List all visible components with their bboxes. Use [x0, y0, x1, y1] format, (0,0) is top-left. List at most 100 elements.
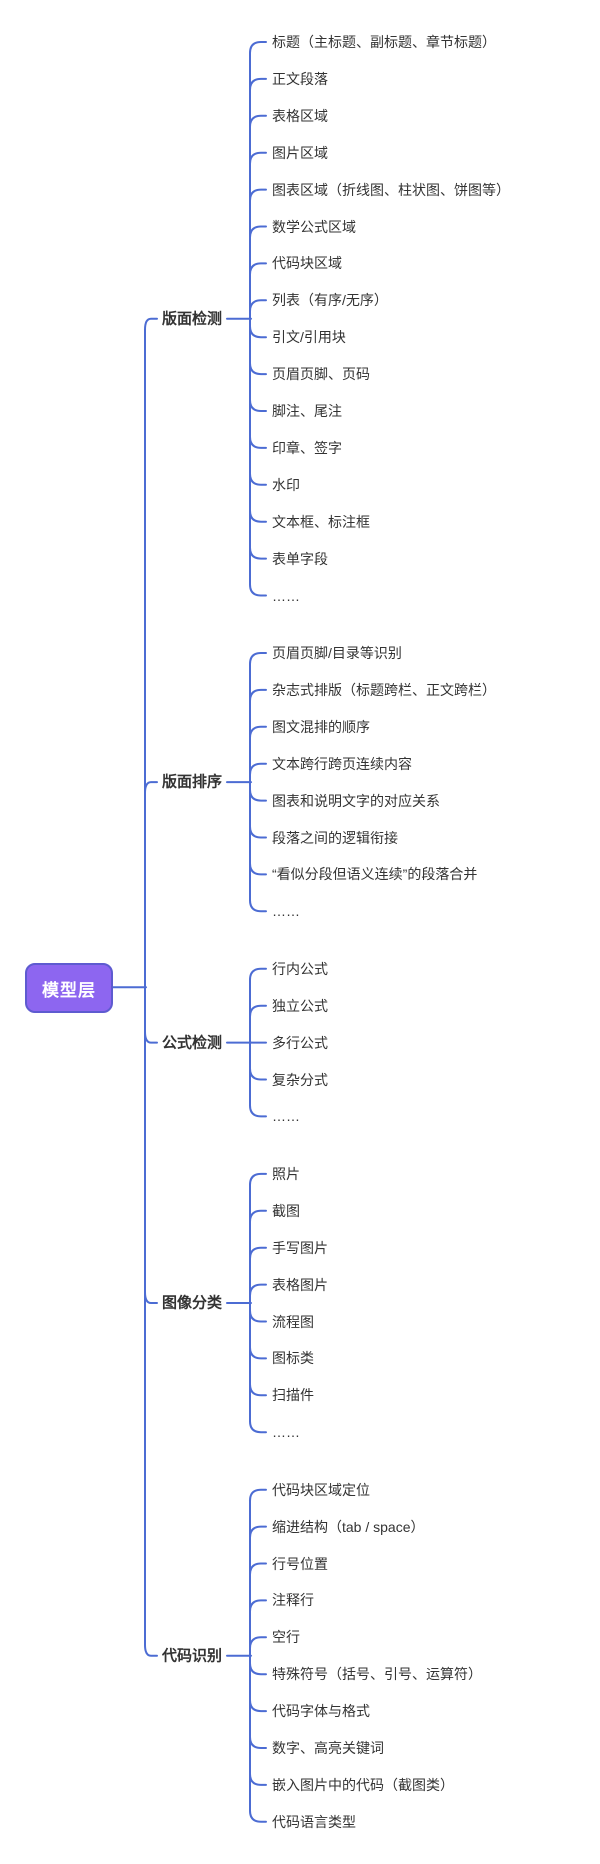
- leaf-node[interactable]: 文本跨行跨页连续内容: [272, 755, 412, 772]
- leaf-node[interactable]: 标题（主标题、副标题、章节标题）: [272, 34, 496, 50]
- connector-line: [249, 1525, 267, 1539]
- connector-line: [249, 151, 267, 165]
- connector-line: [249, 1309, 267, 1323]
- connector-line: [249, 472, 267, 486]
- connector-line: [144, 317, 158, 331]
- leaf-node[interactable]: 图表和说明文字的对应关系: [272, 792, 440, 809]
- leaf-node[interactable]: 印章、签字: [272, 439, 342, 456]
- leaf-node[interactable]: 表单字段: [272, 550, 328, 567]
- root-node[interactable]: 模型层: [25, 963, 113, 1013]
- connector-line: [249, 1420, 267, 1434]
- connector-line: [249, 1104, 267, 1118]
- leaf-node[interactable]: 截图: [272, 1202, 300, 1219]
- leaf-node[interactable]: 代码块区域定位: [272, 1481, 370, 1498]
- connector-line: [144, 1291, 158, 1305]
- connector-line: [144, 781, 158, 795]
- connector-line: [249, 1772, 267, 1786]
- leaf-node[interactable]: 多行公式: [272, 1034, 328, 1051]
- leaf-node[interactable]: 数字、高亮关键词: [272, 1740, 384, 1756]
- branch-node[interactable]: 版面排序: [162, 773, 223, 791]
- connector-line: [249, 1662, 267, 1676]
- leaf-node[interactable]: 水印: [272, 476, 300, 493]
- connector-line: [249, 1562, 267, 1576]
- connector-line: [249, 1246, 267, 1260]
- leaf-node[interactable]: 图标类: [272, 1350, 314, 1367]
- leaf-node[interactable]: 独立公式: [272, 997, 328, 1014]
- connector-line: [249, 435, 267, 449]
- connector-line: [249, 546, 267, 560]
- leaf-node[interactable]: 缩进结构（tab / space）: [272, 1518, 425, 1535]
- connector-line: [249, 1736, 267, 1749]
- leaf-node[interactable]: 引文/引用块: [272, 329, 346, 346]
- connector-line: [249, 188, 267, 202]
- connector-line: [144, 1643, 158, 1657]
- leaf-node[interactable]: 空行: [272, 1629, 300, 1646]
- connector-line: [249, 1809, 267, 1823]
- leaf-node[interactable]: “看似分段但语义连续”的段落合并: [272, 866, 478, 883]
- connector-line: [249, 299, 267, 313]
- leaf-node[interactable]: 特殊符号（括号、引号、运算符）: [272, 1666, 482, 1683]
- connector-line: [249, 652, 267, 665]
- connector-line: [249, 114, 267, 128]
- leaf-node[interactable]: 代码块区域: [272, 255, 342, 272]
- connector-line: [249, 1699, 267, 1713]
- leaf-node[interactable]: 页眉页脚/目录等识别: [272, 645, 402, 661]
- connector-line: [249, 262, 267, 276]
- connector-line: [249, 725, 267, 739]
- leaf-node[interactable]: 图表区域（折线图、柱状图、饼图等）: [272, 181, 510, 198]
- leaf-node[interactable]: 复杂分式: [272, 1071, 328, 1088]
- leaf-node[interactable]: 扫描件: [272, 1387, 314, 1404]
- connector-line: [249, 509, 267, 523]
- leaf-node[interactable]: 页眉页脚、页码: [272, 366, 370, 383]
- leaf-node[interactable]: 手写图片: [272, 1239, 328, 1256]
- leaf-node[interactable]: 正文段落: [272, 70, 328, 87]
- leaf-node[interactable]: 流程图: [272, 1313, 314, 1330]
- connector-line: [249, 225, 267, 239]
- connector-line: [249, 41, 267, 54]
- leaf-node[interactable]: 文本框、标注框: [272, 513, 370, 530]
- connector-line: [144, 1030, 158, 1044]
- leaf-node[interactable]: ……: [272, 903, 300, 920]
- connector-line: [249, 1283, 267, 1297]
- leaf-node[interactable]: 表格区域: [272, 107, 328, 124]
- leaf-node[interactable]: 表格图片: [272, 1276, 328, 1293]
- connector-line: [249, 325, 267, 339]
- connector-line: [249, 967, 267, 981]
- connector-line: [249, 688, 267, 702]
- leaf-node[interactable]: 数学公式区域: [272, 218, 356, 235]
- leaf-node[interactable]: 脚注、尾注: [272, 403, 342, 419]
- connector-line: [249, 1067, 267, 1081]
- branch-node[interactable]: 图像分类: [162, 1294, 223, 1312]
- connector-line: [249, 1383, 267, 1397]
- connector-line: [249, 362, 267, 376]
- leaf-node[interactable]: 嵌入图片中的代码（截图类）: [272, 1776, 454, 1793]
- connector-line: [249, 1599, 267, 1613]
- leaf-node[interactable]: 代码语言类型: [272, 1813, 356, 1830]
- connector-line: [249, 1209, 267, 1223]
- leaf-node[interactable]: 列表（有序/无序）: [272, 292, 388, 309]
- connector-line: [249, 762, 267, 776]
- leaf-node[interactable]: ……: [272, 587, 300, 604]
- branch-node[interactable]: 公式检测: [162, 1034, 223, 1052]
- connector-line: [249, 899, 267, 913]
- leaf-node[interactable]: 行号位置: [272, 1555, 328, 1572]
- connector-line: [249, 583, 267, 597]
- leaf-node[interactable]: 注释行: [272, 1592, 314, 1609]
- branch-node[interactable]: 版面检测: [162, 310, 223, 328]
- leaf-node[interactable]: 行内公式: [272, 960, 328, 977]
- connector-line: [249, 788, 267, 802]
- leaf-node[interactable]: ……: [272, 1108, 300, 1125]
- leaf-node[interactable]: 段落之间的逻辑衔接: [272, 829, 398, 846]
- leaf-node[interactable]: 杂志式排版（标题跨栏、正文跨栏）: [272, 681, 496, 698]
- connector-line: [249, 1346, 267, 1360]
- branch-node[interactable]: 代码识别: [162, 1647, 223, 1665]
- leaf-node[interactable]: 图文混排的顺序: [272, 718, 370, 735]
- connector-line: [249, 1172, 267, 1186]
- connector-line: [249, 1636, 267, 1650]
- leaf-node[interactable]: ……: [272, 1424, 300, 1441]
- leaf-node[interactable]: 照片: [272, 1165, 300, 1182]
- leaf-node[interactable]: 代码字体与格式: [272, 1703, 370, 1720]
- leaf-node[interactable]: 图片区域: [272, 144, 328, 161]
- connector-line: [249, 825, 267, 839]
